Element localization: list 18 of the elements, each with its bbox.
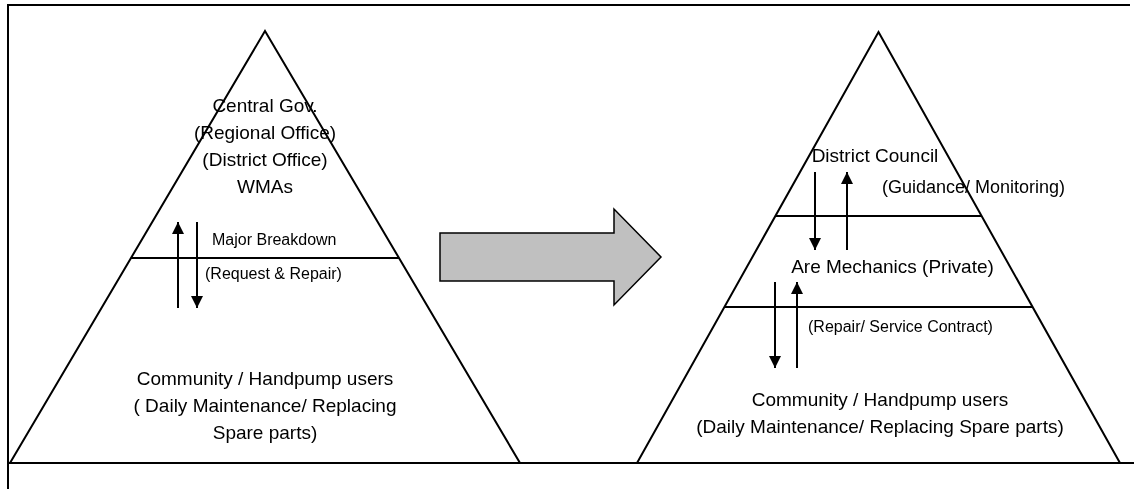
arrow — [791, 281, 803, 369]
tier-text: Community / Handpump users — [750, 388, 1010, 412]
arrow — [172, 221, 184, 309]
arrow — [809, 171, 821, 251]
arrow — [191, 221, 203, 309]
tier-text: Community / Handpump users — [135, 367, 395, 391]
edge-label: (Request & Repair) — [205, 265, 342, 283]
tier-text: (District Office) — [201, 148, 329, 172]
tier-text: WMAs — [236, 175, 294, 199]
arrow — [841, 171, 853, 251]
tier-text: (Daily Maintenance/ Replacing Spare parts) — [695, 415, 1065, 439]
tier-text: ( Daily Maintenance/ Replacing Spare parts) — [132, 394, 398, 445]
edge-label: (Repair/ Service Contract) — [808, 318, 993, 336]
arrow — [769, 281, 781, 369]
edge-label: Major Breakdown — [212, 231, 337, 249]
tier-text: District Council — [810, 143, 940, 168]
tier-text: Are Mechanics (Private) — [790, 254, 995, 279]
block-arrow — [439, 207, 663, 307]
